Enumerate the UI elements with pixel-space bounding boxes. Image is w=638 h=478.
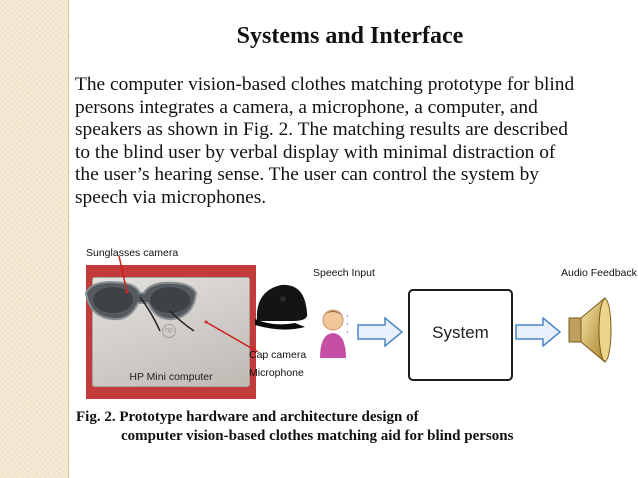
paragraph-line: speech via microphones. — [75, 186, 267, 208]
label-hp-mini-computer: HP Mini computer — [129, 371, 213, 383]
label-speech-input: Speech Input — [313, 267, 375, 279]
pointer-line-icon — [118, 255, 129, 294]
paragraph-line: speakers as shown in Fig. 2. The matchin… — [75, 119, 568, 141]
sunglasses-icon — [84, 281, 198, 332]
label-audio-feedback: Audio Feedback — [561, 267, 637, 279]
paragraph-line: persons integrates a camera, a microphon… — [75, 96, 538, 118]
paragraph-line: The computer vision-based clothes matchi… — [75, 74, 575, 95]
label-microphone: Microphone — [249, 367, 304, 379]
figure-prototype: Sunglasses camera hp HP Mini computer Ca… — [75, 240, 637, 400]
svg-text:›: › — [346, 320, 349, 328]
svg-text:›: › — [346, 312, 349, 320]
person-speaking-icon: › › › — [320, 309, 349, 358]
cap-camera-icon — [255, 284, 308, 330]
speaker-icon — [568, 296, 612, 364]
svg-text:›: › — [346, 328, 349, 336]
label-sunglasses-camera: Sunglasses camera — [86, 247, 179, 259]
hardware-photo: hp HP Mini computer — [84, 265, 256, 399]
caption-line: computer vision-based clothes matching a… — [121, 428, 514, 444]
system-box: System — [408, 289, 513, 381]
label-system: System — [432, 323, 489, 342]
decorative-side-strip — [0, 0, 69, 478]
arrow-right-icon — [515, 317, 561, 347]
pointer-line-icon — [204, 320, 259, 353]
paragraph-line: the user’s hearing sense. The user can c… — [75, 164, 539, 186]
caption-line: Fig. 2. Prototype hardware and architect… — [76, 409, 419, 425]
figure-caption: Fig. 2. Prototype hardware and architect… — [76, 408, 636, 446]
body-paragraph: The computer vision-based clothes matchi… — [75, 74, 630, 210]
arrow-right-icon — [357, 317, 403, 347]
hp-logo-icon: hp — [162, 324, 176, 338]
label-cap-camera: Cap camera — [249, 349, 307, 361]
slide-title: Systems and Interface — [236, 23, 464, 49]
paragraph-line: to the blind user by verbal display with… — [75, 141, 556, 163]
